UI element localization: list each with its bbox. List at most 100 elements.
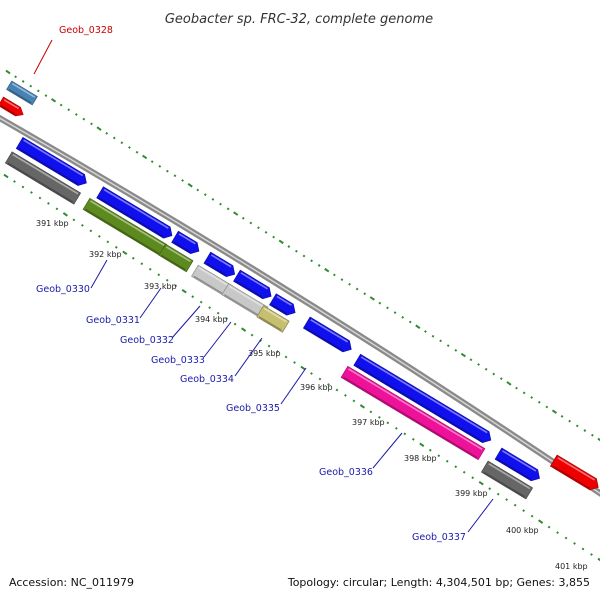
inner-tick <box>454 465 458 469</box>
inner-tick <box>556 531 559 534</box>
gene-label-geob-0334[interactable]: Geob_0334 <box>180 374 234 385</box>
inner-tick <box>437 454 441 458</box>
inner-tick <box>225 317 229 321</box>
gene-khaki-block <box>256 305 290 333</box>
inner-tick <box>157 273 161 277</box>
inner-tick <box>547 525 551 529</box>
outer-tick <box>415 324 421 329</box>
outer-tick <box>378 301 382 305</box>
gene-label-geob-0328[interactable]: Geob_0328 <box>59 25 113 36</box>
inner-tick <box>530 514 534 518</box>
kbp-label: 396 kbp <box>300 383 333 392</box>
outer-tick <box>568 419 572 423</box>
gene-red-block-right <box>549 454 599 491</box>
outer-tick <box>295 249 298 253</box>
inner-tick <box>174 284 178 288</box>
inner-tick <box>38 196 42 200</box>
inner-tick <box>597 557 600 562</box>
kbp-label: 401 kbp <box>555 562 588 571</box>
inner-tick <box>114 245 118 249</box>
outer-tick <box>310 259 313 263</box>
label-leader-lines <box>33 39 494 533</box>
gene-red-block-left <box>0 96 24 117</box>
outer-tick <box>454 348 458 352</box>
gene-label-layer: Geob_0328Geob_0330Geob_0331Geob_0332Geob… <box>36 25 466 543</box>
inner-tick <box>505 498 509 502</box>
outer-tick <box>348 282 351 286</box>
inner-tick <box>428 448 432 452</box>
outer-tick <box>575 424 579 428</box>
outer-tick <box>369 296 375 301</box>
inner-tick <box>564 536 568 540</box>
inner-tick <box>377 415 381 419</box>
inner-tick <box>233 322 237 326</box>
inner-tick <box>327 383 330 386</box>
inner-tick <box>62 212 68 217</box>
outer-tick <box>401 315 405 319</box>
gene-blue-block <box>302 316 352 353</box>
inner-tick <box>199 300 203 304</box>
outer-tick <box>302 254 306 258</box>
inner-tick <box>386 421 390 425</box>
outer-tick <box>537 400 541 404</box>
gene-blue-block <box>269 293 296 316</box>
gene-blue-block <box>96 186 173 239</box>
inner-tick <box>445 459 449 463</box>
outer-tick <box>29 84 33 88</box>
tick-rings <box>3 69 600 562</box>
outer-tick <box>67 108 71 112</box>
label-leader-line <box>234 337 263 377</box>
inner-tick <box>581 547 585 551</box>
outer-tick <box>181 179 184 182</box>
inner-tick <box>462 470 466 474</box>
genome-summary-text: Topology: circular; Length: 4,304,501 bp… <box>287 576 590 589</box>
gene-label-geob-0335[interactable]: Geob_0335 <box>226 403 280 414</box>
inner-tick <box>310 372 313 375</box>
outer-tick <box>233 211 239 216</box>
inner-tick <box>284 355 288 359</box>
outer-tick <box>226 207 230 211</box>
inner-tick <box>250 333 254 337</box>
outer-tick <box>499 377 503 381</box>
inner-tick <box>122 250 128 256</box>
gene-label-geob-0332[interactable]: Geob_0332 <box>120 335 174 346</box>
outer-tick <box>393 311 397 314</box>
outer-tick <box>492 372 496 376</box>
inner-tick <box>276 350 279 353</box>
outer-tick <box>324 267 330 273</box>
inner-tick <box>488 487 492 491</box>
backbone-highlight <box>0 117 600 495</box>
inner-tick <box>359 404 365 409</box>
gene-label-geob-0337[interactable]: Geob_0337 <box>412 532 466 543</box>
outer-tick <box>460 352 466 358</box>
outer-tick <box>597 437 600 442</box>
label-leader-line <box>139 287 162 319</box>
gene-gray-block <box>480 460 534 500</box>
outer-tick <box>158 164 162 168</box>
outer-tick <box>135 150 139 154</box>
inner-tick <box>140 262 144 266</box>
outer-tick <box>36 89 40 93</box>
gene-label-geob-0331[interactable]: Geob_0331 <box>86 315 140 326</box>
outer-tick <box>241 216 245 220</box>
backbone-line <box>0 114 600 497</box>
inner-tick <box>21 185 25 189</box>
inner-tick <box>522 509 526 513</box>
gene-label-geob-0333[interactable]: Geob_0333 <box>151 355 205 366</box>
outer-tick <box>264 231 268 234</box>
outer-tick <box>257 226 260 230</box>
inner-tick <box>208 306 212 310</box>
outer-tick <box>439 339 442 343</box>
inner-tick <box>394 426 398 430</box>
outer-tick <box>431 334 435 338</box>
outer-tick <box>105 131 109 135</box>
inner-tick <box>181 288 187 294</box>
inner-tick <box>55 207 59 211</box>
gene-features <box>0 80 599 500</box>
gene-label-geob-0336[interactable]: Geob_0336 <box>319 467 373 478</box>
outer-tick <box>14 75 17 79</box>
outer-tick <box>355 287 359 291</box>
outer-tick <box>44 94 48 97</box>
gene-label-geob-0330[interactable]: Geob_0330 <box>36 284 90 295</box>
gene-blue-block <box>494 447 540 482</box>
